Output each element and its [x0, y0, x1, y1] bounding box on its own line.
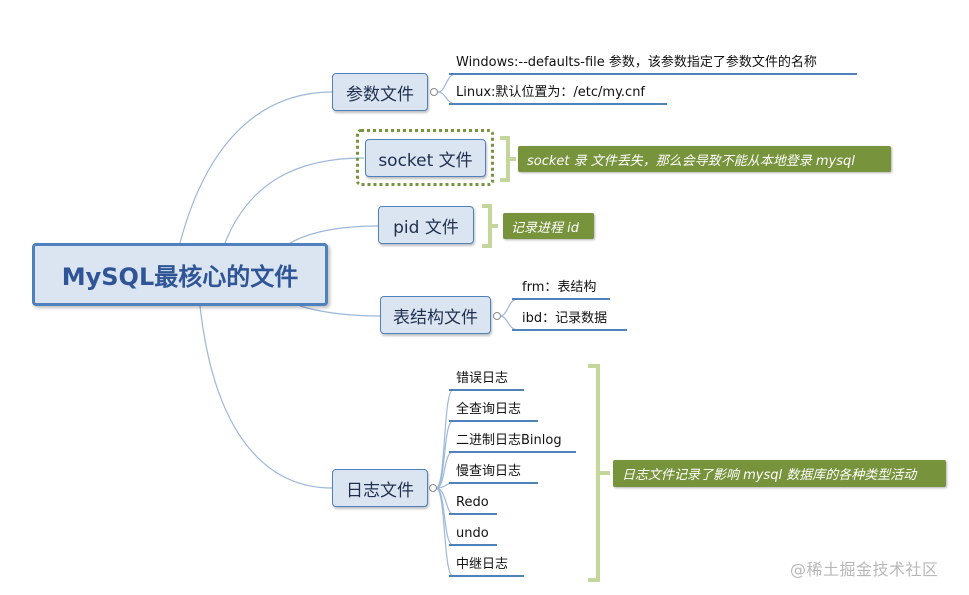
leaf-log-error[interactable]: 错误日志: [456, 371, 509, 386]
topic-params-label: 参数文件: [346, 84, 414, 105]
collapse-toggle-table-structure[interactable]: [493, 312, 501, 320]
root-topic[interactable]: MySQL最核心的文件: [32, 243, 328, 306]
connector-root-logs: [199, 305, 333, 489]
connector-root-socket: [224, 157, 365, 244]
collapse-toggle-params[interactable]: [430, 88, 438, 96]
collapse-toggle-logs[interactable]: [429, 484, 437, 492]
watermark: @稀土掘金技术社区: [790, 560, 939, 579]
topic-pid[interactable]: pid 文件: [378, 206, 474, 244]
topic-pid-label: pid 文件: [393, 217, 459, 238]
topic-logs[interactable]: 日志文件: [332, 469, 428, 507]
topic-table-structure-label: 表结构文件: [393, 307, 478, 328]
note-pid[interactable]: 记录进程 id: [503, 213, 594, 239]
bracket-logs: [588, 364, 610, 582]
leaf-params-windows[interactable]: Windows:--defaults-file 参数，该参数指定了参数文件的名称: [456, 55, 817, 70]
leaf-log-undo[interactable]: undo: [456, 526, 489, 541]
bracket-pid: [482, 204, 498, 248]
topic-params[interactable]: 参数文件: [332, 73, 428, 111]
leaf-log-redo[interactable]: Redo: [456, 495, 489, 510]
connector-root-pid: [289, 225, 379, 244]
socket-selection-frame: [356, 129, 494, 186]
leaf-params-linux[interactable]: Linux:默认位置为：/etc/my.cnf: [456, 85, 646, 100]
leaf-log-binlog[interactable]: 二进制日志Binlog: [456, 433, 562, 448]
leaf-table-ibd[interactable]: ibd：记录数据: [522, 311, 608, 326]
note-pid-text: 记录进程 id: [511, 220, 579, 236]
note-socket-text: socket 录 文件丢失，那么会导致不能从本地登录 mysql: [527, 153, 855, 169]
topic-socket[interactable]: socket 文件: [365, 139, 486, 177]
leaf-log-relay[interactable]: 中继日志: [456, 557, 509, 572]
note-logs[interactable]: 日志文件记录了影响 mysql 数据库的各种类型活动: [613, 460, 946, 487]
connector-root-table: [299, 305, 381, 317]
topic-table-structure[interactable]: 表结构文件: [380, 296, 491, 334]
leaf-log-general[interactable]: 全查询日志: [456, 402, 522, 417]
note-logs-text: 日志文件记录了影响 mysql 数据库的各种类型活动: [622, 468, 917, 483]
connector-root-params: [179, 91, 333, 244]
note-socket[interactable]: socket 录 文件丢失，那么会导致不能从本地登录 mysql: [518, 146, 891, 172]
root-topic-label: MySQL最核心的文件: [61, 263, 299, 291]
topic-socket-label: socket 文件: [378, 150, 473, 171]
bracket-socket: [500, 136, 516, 182]
topic-logs-label: 日志文件: [346, 480, 414, 501]
leaf-log-slow-query[interactable]: 慢查询日志: [456, 464, 522, 479]
leaf-table-frm[interactable]: frm：表结构: [522, 280, 597, 295]
